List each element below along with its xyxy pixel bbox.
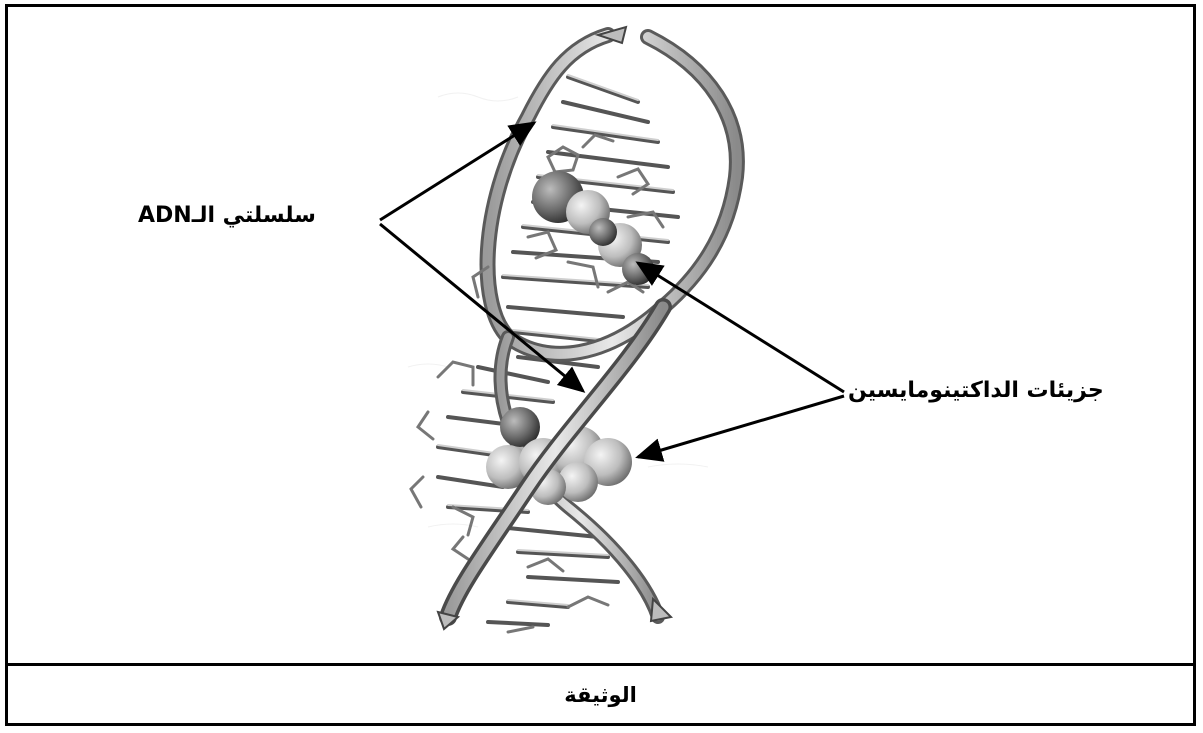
arrow-actinomycin-upper <box>638 263 844 392</box>
label-dna-strands: سلسلتي الـADN <box>138 203 316 228</box>
dna-strand-back <box>488 35 737 354</box>
document-frame: سلسلتي الـADN جزيئات الداكتينومايسين الو… <box>5 4 1196 726</box>
caption-text: الوثيقة <box>564 683 637 707</box>
caption-area: الوثيقة <box>8 666 1193 723</box>
arrow-actinomycin-lower <box>638 396 844 457</box>
figure-area: سلسلتي الـADN جزيئات الداكتينومايسين <box>8 7 1193 666</box>
label-actinomycin-molecules: جزيئات الداكتينومايسين <box>848 378 1104 403</box>
dna-actinomycin-illustration <box>8 7 1193 663</box>
